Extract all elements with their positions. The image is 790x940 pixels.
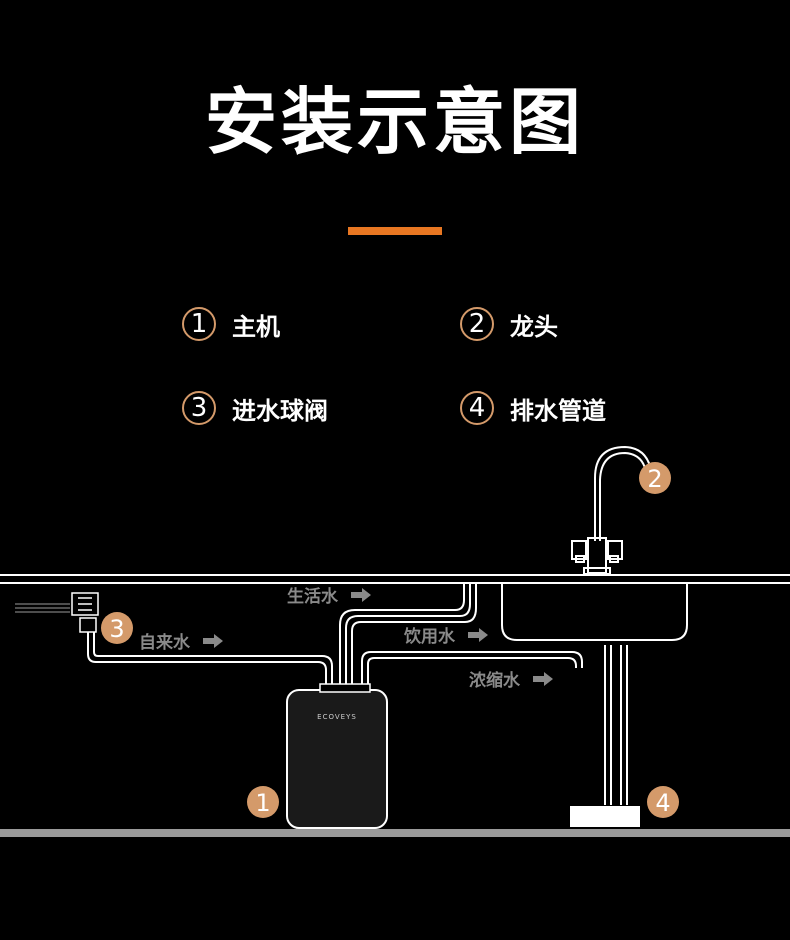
legend-number: 2 (460, 307, 494, 341)
legend-number: 4 (460, 391, 494, 425)
countertop (0, 574, 790, 584)
arrow-right-icon (468, 628, 488, 642)
page-title: 安装示意图 (204, 80, 585, 164)
pipes (87, 583, 628, 805)
legend-label: 进水球阀 (232, 396, 328, 425)
badge-drain: 4 (647, 786, 679, 818)
drain-box (570, 806, 640, 827)
svg-text:3: 3 (109, 615, 124, 643)
flow-label-drinking: 饮用水 (403, 626, 456, 647)
svg-text:2: 2 (647, 465, 662, 493)
faucet (571, 445, 653, 575)
svg-text:4: 4 (655, 789, 670, 817)
title-accent-bar (348, 227, 442, 235)
unit-brand-text: ECOVEYS (317, 713, 357, 721)
legend-label: 主机 (232, 312, 280, 341)
legend-label: 龙头 (510, 312, 558, 341)
arrow-right-icon (203, 634, 223, 648)
legend-number: 1 (182, 307, 216, 341)
legend-label: 排水管道 (510, 396, 606, 425)
legend-item-inlet-valve: 3 进水球阀 (182, 388, 328, 428)
legend-item-main-unit: 1 主机 (182, 304, 280, 344)
legend-item-drain-pipe: 4 排水管道 (460, 388, 606, 428)
cabinet-floor (0, 829, 790, 837)
badge-faucet: 2 (639, 462, 671, 494)
badge-inlet-valve: 3 (101, 612, 133, 644)
flow-label-domestic: 生活水 (287, 586, 339, 607)
arrow-right-icon (533, 672, 553, 686)
badge-main-unit: 1 (247, 786, 279, 818)
main-unit: ECOVEYS (286, 683, 388, 829)
legend-item-faucet: 2 龙头 (460, 304, 558, 344)
sink-bowl (501, 583, 688, 641)
arrow-right-icon (351, 588, 371, 602)
flow-label-inlet: 自来水 (139, 632, 191, 653)
flow-label-concentrate: 浓缩水 (469, 670, 521, 691)
inlet-valve (15, 592, 99, 633)
legend-number: 3 (182, 391, 216, 425)
svg-text:1: 1 (255, 789, 270, 817)
